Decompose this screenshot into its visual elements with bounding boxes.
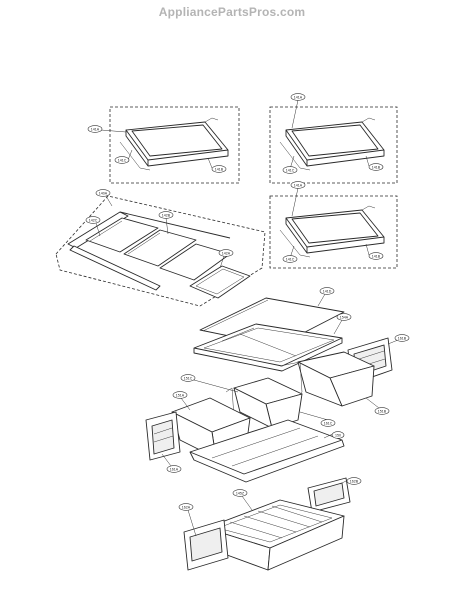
svg-text:141B: 141B xyxy=(372,165,381,169)
callout-161c: 161C xyxy=(320,419,336,427)
callout-142c: 142C xyxy=(85,216,101,224)
callout-141c-upper-right: 141C xyxy=(282,166,298,174)
svg-text:161B: 161B xyxy=(398,336,407,340)
bottom-pan xyxy=(205,499,345,571)
callout-151a: 151A xyxy=(172,391,188,399)
callout-151c: 151C xyxy=(180,374,196,382)
bottom-rail-right xyxy=(307,477,351,513)
callout-162b: 162B xyxy=(346,477,362,485)
callout-161b: 161B xyxy=(394,334,410,342)
drawer-middle xyxy=(225,377,303,429)
callout-141c-left: 141C xyxy=(114,156,130,164)
callout-142b: 142B xyxy=(158,211,174,219)
callout-140a: 140A xyxy=(95,189,111,197)
svg-text:162A: 162A xyxy=(182,505,191,509)
svg-text:141A: 141A xyxy=(294,183,303,187)
callout-145z: 145Z xyxy=(232,489,248,497)
svg-text:151B: 151B xyxy=(378,409,387,413)
svg-text:142A: 142A xyxy=(222,251,231,255)
svg-text:154A: 154A xyxy=(340,315,349,319)
svg-text:141A: 141A xyxy=(294,95,303,99)
svg-text:141B: 141B xyxy=(215,167,224,171)
shelf-assembly-left xyxy=(109,106,240,184)
svg-text:141C: 141C xyxy=(286,257,295,261)
drawer-right xyxy=(279,351,375,407)
callout-141a-upper-right: 141A xyxy=(290,93,306,101)
svg-text:142B: 142B xyxy=(162,213,171,217)
callout-141b-upper-right: 141B xyxy=(368,163,384,171)
svg-text:145Z: 145Z xyxy=(236,491,245,495)
folding-shelf-assembly xyxy=(55,195,266,307)
callout-141d: 141D xyxy=(319,287,335,295)
svg-text:141D: 141D xyxy=(323,289,332,293)
callout-151b: 151B xyxy=(374,407,390,415)
svg-text:161A: 161A xyxy=(170,467,179,471)
callout-142a: 142A xyxy=(218,249,234,257)
crisper-cover-frame xyxy=(193,323,343,372)
bottom-rail-left xyxy=(183,519,229,571)
callout-161a: 161A xyxy=(166,465,182,473)
svg-text:140A: 140A xyxy=(99,191,108,195)
watermark: AppliancePartsPros.com xyxy=(158,5,306,19)
svg-text:161C: 161C xyxy=(324,421,333,425)
callout-141a-left: 141A xyxy=(87,125,103,133)
svg-text:151C: 151C xyxy=(184,376,193,380)
svg-text:142C: 142C xyxy=(89,218,98,222)
svg-text:151A: 151A xyxy=(176,393,185,397)
callout-141a-lower-right: 141A xyxy=(290,181,306,189)
callout-141b-left: 141B xyxy=(211,165,227,173)
shelf-assembly-right-upper xyxy=(269,106,398,184)
callout-150: 150 xyxy=(331,431,345,439)
callout-141c-lower-right: 141C xyxy=(282,255,298,263)
svg-text:141C: 141C xyxy=(118,158,127,162)
drawer-base-tray xyxy=(189,419,345,483)
callout-154a: 154A xyxy=(336,313,352,321)
callout-162a: 162A xyxy=(178,503,194,511)
svg-text:150: 150 xyxy=(335,433,341,437)
shelf-assembly-right-lower xyxy=(269,195,398,269)
svg-text:141B: 141B xyxy=(372,254,381,258)
callout-141b-lower-right: 141B xyxy=(368,252,384,260)
svg-text:141A: 141A xyxy=(91,127,100,131)
svg-text:162B: 162B xyxy=(350,479,359,483)
svg-text:141C: 141C xyxy=(286,168,295,172)
side-bracket-left xyxy=(145,411,181,461)
